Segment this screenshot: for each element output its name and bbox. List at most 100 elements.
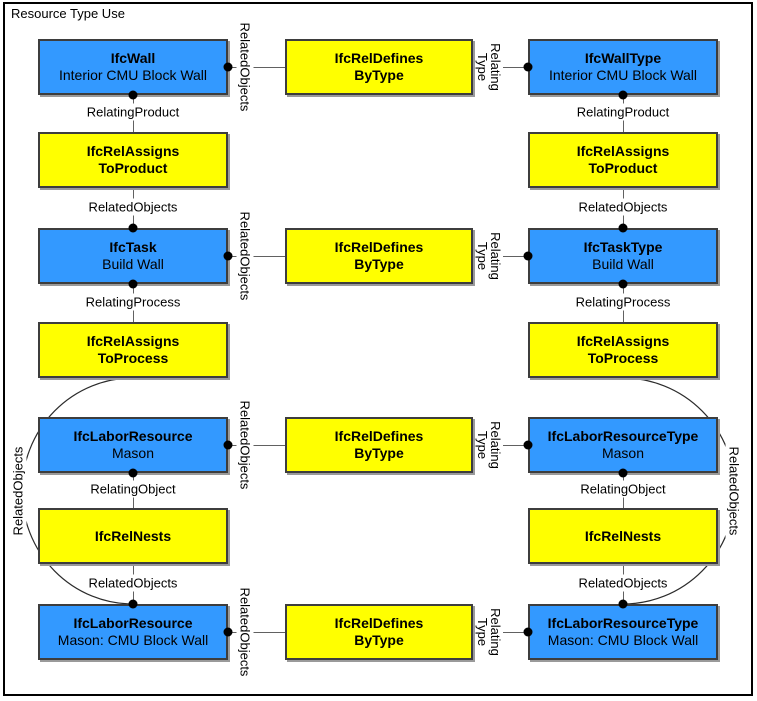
relating-product-label: RelatingProduct	[573, 103, 673, 121]
connector-dot	[618, 90, 628, 100]
relationship-title-line2: ToProduct	[98, 160, 168, 176]
relationship-title-line1: IfcRelAssigns	[576, 333, 670, 349]
connector-dot	[128, 90, 138, 100]
related-objects-label: RelatedObjects	[575, 198, 671, 216]
relationship-ifcrelnests-right: IfcRelNests	[528, 508, 718, 564]
entity-ifclaborresource-mason: IfcLaborResource Mason	[38, 417, 228, 473]
connector-dot	[223, 251, 233, 261]
entity-subtitle: Mason: CMU Block Wall	[547, 632, 699, 648]
relationship-title-line2: ToProcess	[587, 350, 659, 366]
relationship-title-line2: ToProduct	[588, 160, 658, 176]
entity-title: IfcTaskType	[583, 239, 663, 255]
entity-title: IfcLaborResourceType	[547, 615, 699, 631]
relationship-title-line2: ByType	[354, 632, 404, 648]
entity-ifclaborresourcetype-mason-cmu: IfcLaborResourceType Mason: CMU Block Wa…	[528, 604, 718, 660]
relationship-title-line2: ToProcess	[97, 350, 169, 366]
related-objects-arc-label-right: RelatedObjects	[725, 443, 743, 539]
relationship-title-line2: ByType	[354, 67, 404, 83]
relating-word: Relating	[488, 232, 503, 280]
connector-dot	[223, 440, 233, 450]
relationship-title-line2: ByType	[354, 256, 404, 272]
relationship-ifcreldefinesbytype-row4: IfcRelDefines ByType	[285, 604, 473, 660]
connector-dot	[523, 62, 533, 72]
connector-line	[228, 632, 285, 633]
relating-process-label: RelatingProcess	[572, 293, 674, 311]
related-objects-label: RelatedObjects	[85, 574, 181, 592]
type-word: Type	[475, 241, 490, 271]
entity-ifctasktype: IfcTaskType Build Wall	[528, 228, 718, 284]
relationship-ifcrelassignstoprocess-right: IfcRelAssigns ToProcess	[528, 322, 718, 378]
relationship-title-line1: IfcRelDefines	[334, 615, 424, 631]
connector-dot	[618, 223, 628, 233]
entity-ifcwall: IfcWall Interior CMU Block Wall	[38, 39, 228, 95]
relationship-title-line1: IfcRelNests	[584, 527, 662, 544]
connector-dot	[523, 627, 533, 637]
relationship-ifcrelassignstoproduct-right: IfcRelAssigns ToProduct	[528, 132, 718, 188]
relationship-ifcreldefinesbytype-row1: IfcRelDefines ByType	[285, 39, 473, 95]
diagram-title: Resource Type Use	[11, 6, 125, 21]
relationship-title-line1: IfcRelAssigns	[576, 143, 670, 159]
connector-dot	[128, 468, 138, 478]
connector-dot	[523, 440, 533, 450]
relationship-title-line1: IfcRelDefines	[334, 50, 424, 66]
relationship-ifcreldefinesbytype-row2: IfcRelDefines ByType	[285, 228, 473, 284]
entity-title: IfcLaborResourceType	[547, 428, 699, 444]
connector-dot	[223, 62, 233, 72]
relationship-ifcreldefinesbytype-row3: IfcRelDefines ByType	[285, 417, 473, 473]
relationship-title-line1: IfcRelDefines	[334, 428, 424, 444]
connector-line	[228, 67, 285, 68]
connector-dot	[618, 279, 628, 289]
type-word: Type	[475, 430, 490, 460]
diagram-frame	[3, 2, 753, 696]
connector-dot	[128, 223, 138, 233]
entity-title: IfcWallType	[584, 50, 662, 66]
entity-subtitle: Interior CMU Block Wall	[58, 67, 208, 83]
relating-object-label: RelatingObject	[577, 480, 669, 498]
entity-ifclaborresource-mason-cmu: IfcLaborResource Mason: CMU Block Wall	[38, 604, 228, 660]
entity-subtitle: Interior CMU Block Wall	[548, 67, 698, 83]
relationship-ifcrelnests-left: IfcRelNests	[38, 508, 228, 564]
related-objects-vertical-label: RelatedObjects	[236, 584, 254, 680]
entity-subtitle: Mason	[601, 445, 645, 461]
connector-dot	[223, 627, 233, 637]
connector-dot	[128, 599, 138, 609]
connector-dot	[618, 599, 628, 609]
relationship-title-line2: ByType	[354, 445, 404, 461]
entity-subtitle: Mason: CMU Block Wall	[57, 632, 209, 648]
related-objects-label: RelatedObjects	[85, 198, 181, 216]
entity-title: IfcTask	[109, 239, 157, 255]
related-objects-arc-label-left: RelatedObjects	[9, 443, 27, 539]
connector-dot	[618, 468, 628, 478]
relationship-ifcrelassignstoprocess-left: IfcRelAssigns ToProcess	[38, 322, 228, 378]
relating-word: Relating	[488, 608, 503, 656]
connector-dot	[128, 279, 138, 289]
relationship-title-line1: IfcRelAssigns	[86, 143, 180, 159]
related-objects-vertical-label: RelatedObjects	[236, 208, 254, 304]
type-word: Type	[475, 52, 490, 82]
connector-line	[228, 445, 285, 446]
entity-ifcwalltype: IfcWallType Interior CMU Block Wall	[528, 39, 718, 95]
entity-ifclaborresourcetype-mason: IfcLaborResourceType Mason	[528, 417, 718, 473]
entity-ifctask: IfcTask Build Wall	[38, 228, 228, 284]
entity-subtitle: Mason	[111, 445, 155, 461]
relating-product-label: RelatingProduct	[83, 103, 183, 121]
connector-dot	[523, 251, 533, 261]
entity-title: IfcWall	[110, 50, 156, 66]
related-objects-vertical-label: RelatedObjects	[236, 397, 254, 493]
entity-title: IfcLaborResource	[73, 428, 193, 444]
relating-word: Relating	[488, 421, 503, 469]
relationship-title-line1: IfcRelNests	[94, 527, 172, 544]
relationship-title-line1: IfcRelDefines	[334, 239, 424, 255]
related-objects-vertical-label: RelatedObjects	[236, 19, 254, 115]
relationship-ifcrelassignstoproduct-left: IfcRelAssigns ToProduct	[38, 132, 228, 188]
entity-title: IfcLaborResource	[73, 615, 193, 631]
entity-subtitle: Build Wall	[592, 256, 654, 272]
relating-object-label: RelatingObject	[87, 480, 179, 498]
relating-word: Relating	[488, 43, 503, 91]
relating-process-label: RelatingProcess	[82, 293, 184, 311]
related-objects-label: RelatedObjects	[575, 574, 671, 592]
